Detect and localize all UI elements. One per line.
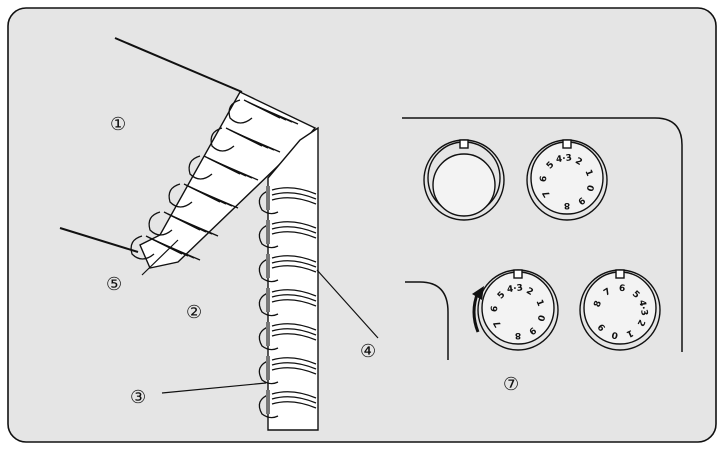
dial-number: 0 — [611, 329, 619, 340]
thread-left — [59, 227, 139, 253]
stitch-loop — [210, 127, 235, 152]
fabric-upper — [139, 91, 317, 269]
callout-4: ④ — [360, 341, 376, 362]
stitch-loop — [258, 257, 279, 283]
stitch-loop — [258, 393, 279, 419]
stitch-thread — [271, 289, 317, 297]
stitch-thread — [195, 189, 239, 209]
overlock-stitches-upper — [130, 99, 299, 261]
dial-number: 5 — [496, 290, 508, 302]
stitch-thread — [215, 161, 259, 181]
dial-number: 5 — [630, 289, 641, 301]
dial-number: 8 — [593, 299, 605, 308]
needle-thread-bar — [266, 322, 270, 346]
stitch-loop — [148, 211, 173, 236]
stitch-loop — [188, 155, 213, 180]
dial-number: 0 — [535, 314, 546, 323]
callout-2: ② — [186, 302, 202, 323]
dial-number: 0 — [584, 184, 595, 193]
stitch-thread — [271, 299, 317, 307]
dial-number: 7 — [541, 188, 553, 198]
stitch-thread — [271, 333, 317, 341]
stitch-thread — [271, 221, 317, 229]
stitch-thread — [271, 187, 317, 195]
thread-top — [114, 37, 243, 93]
callout-3: ③ — [130, 387, 146, 408]
callout-1: ① — [110, 114, 126, 135]
leader-lines — [141, 239, 379, 394]
dial-number: 4·3 — [636, 299, 649, 316]
dial-number: 8 — [515, 330, 521, 340]
stitch-loop — [130, 235, 155, 260]
needle-thread-bar — [266, 220, 270, 244]
dial-number: 6 — [539, 175, 550, 183]
callout-7: ⑦ — [503, 374, 519, 395]
stitch-thread — [271, 328, 317, 336]
stitch-loop — [228, 99, 253, 124]
dial-number: 4·3 — [555, 153, 572, 165]
callout-5: ⑤ — [106, 274, 122, 295]
overlock-stitches-vertical — [258, 186, 317, 419]
machine-panel — [402, 117, 683, 360]
stitch-loop — [258, 325, 279, 351]
dial-number: 2 — [524, 286, 534, 298]
stitch-thread — [271, 255, 317, 263]
frame — [7, 7, 717, 443]
stitch-thread — [271, 401, 317, 409]
rotation-arrow-head — [472, 286, 484, 300]
needle-thread-bar — [266, 186, 270, 210]
dial-number: 9 — [597, 321, 609, 332]
stitch-thread — [271, 197, 317, 205]
dial-number: 1 — [533, 298, 545, 308]
stitch-thread — [271, 192, 317, 200]
fabric-vertical — [267, 126, 319, 431]
dial-number: 9 — [526, 324, 537, 336]
stitch-thread — [271, 226, 317, 234]
stitch-thread — [271, 260, 317, 268]
stitch-thread — [157, 241, 201, 261]
dial-number: 9 — [575, 194, 586, 206]
stitch-thread — [271, 323, 317, 331]
needle-thread-bar — [266, 390, 270, 414]
stitch-loop — [258, 189, 279, 215]
stitch-loop — [258, 359, 279, 385]
stitch-thread — [255, 105, 299, 125]
plain-knob — [423, 139, 505, 221]
stitch-thread — [271, 362, 317, 370]
stitch-thread — [271, 265, 317, 273]
dial-number: 2 — [573, 156, 583, 168]
dial-number: 2 — [635, 318, 647, 328]
dial-number: 7 — [602, 287, 613, 299]
stitch-loop — [258, 223, 279, 249]
dial-number: 5 — [545, 160, 557, 172]
dial-number: 6 — [490, 305, 501, 313]
dial-number: 1 — [625, 327, 635, 339]
stitch-loop — [168, 183, 193, 208]
needle-thread-bar — [266, 254, 270, 278]
stitch-thread — [271, 396, 317, 404]
stitch-thread — [175, 217, 219, 237]
dial-number: 4·3 — [506, 283, 523, 295]
stitch-loop — [258, 291, 279, 317]
stitch-thread — [271, 391, 317, 399]
needle-thread-bar — [266, 288, 270, 312]
stitch-thread — [271, 367, 317, 375]
stitch-thread — [271, 231, 317, 239]
needle-thread-bar — [266, 356, 270, 380]
dial-number: 1 — [582, 168, 594, 178]
dial-number: 6 — [618, 284, 625, 295]
stitch-thread — [271, 357, 317, 365]
stitch-thread — [237, 133, 281, 153]
dial-number: 7 — [492, 318, 504, 328]
stitch-thread — [271, 294, 317, 302]
dial-number: 8 — [564, 200, 570, 210]
